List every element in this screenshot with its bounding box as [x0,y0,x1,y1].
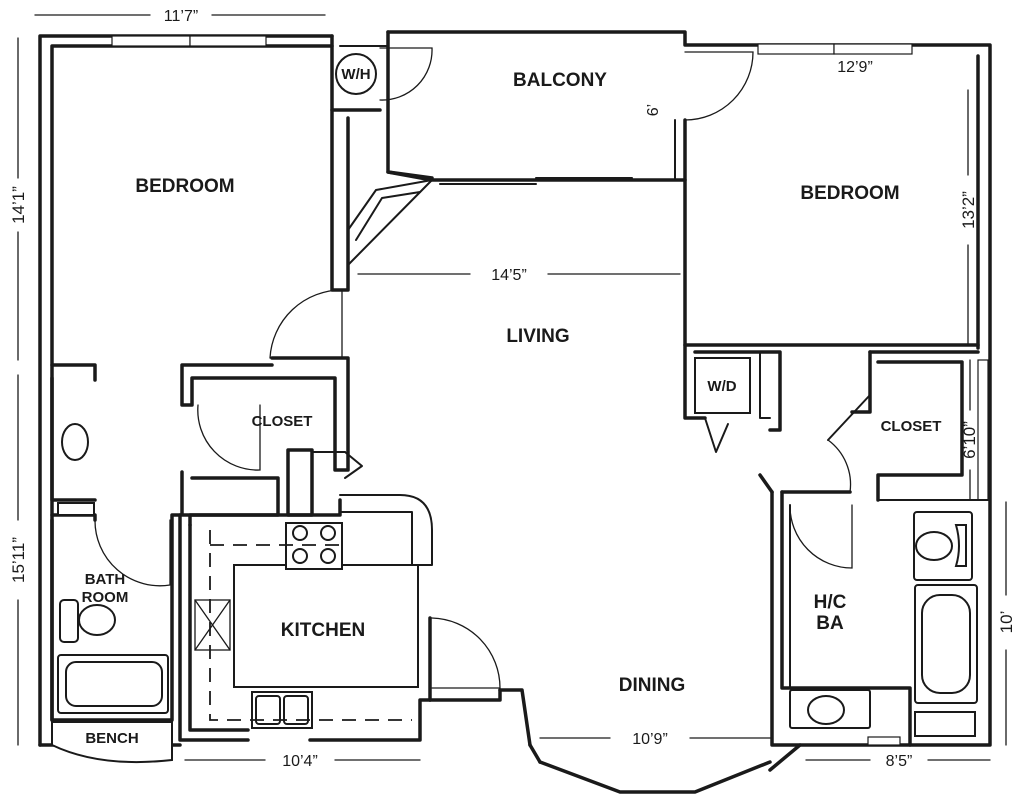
dim-bedroom-right-depth: 13’2” [959,191,978,229]
dim-left-lower: 15’11” [9,537,28,583]
dim-balcony-depth: 6’ [645,104,662,116]
dim-bath-width: 8’5” [886,753,913,770]
label-washer-dryer: W/D [707,378,736,395]
room-label-dining: DINING [619,675,686,696]
room-label-bath-line1: BATH [85,571,126,588]
room-labels: BALCONY BEDROOM BEDROOM LIVING CLOSET CL… [82,66,942,747]
room-label-closet-left: CLOSET [252,413,313,430]
exterior-walls [38,30,992,794]
dimension-labels: 11’7” 6’ 12’9” 13’2” 14’5” 14’1” 15’11” … [9,8,1016,770]
dimension-lines [17,14,1007,761]
door-swings [94,47,853,689]
room-label-bedroom-left: BEDROOM [135,176,234,197]
room-label-bench: BENCH [85,730,138,747]
dim-right-lower: 10’ [997,611,1016,634]
dim-closet-right: 6’10” [960,421,979,459]
dim-left-upper: 14’1” [9,186,28,224]
room-label-kitchen: KITCHEN [281,620,365,641]
dim-kitchen-width: 10’4” [282,753,318,770]
fixtures [51,53,978,764]
dim-living-width: 14’5” [491,267,527,284]
dim-bedroom-right-width: 12’9” [837,59,873,76]
label-water-heater: W/H [341,66,370,83]
room-label-bath-line2: ROOM [82,589,129,606]
room-label-balcony: BALCONY [513,70,607,91]
room-label-closet-right: CLOSET [881,418,942,435]
room-label-living: LIVING [506,326,569,347]
dim-dining-width: 10’9” [632,731,668,748]
room-label-hc-line1: H/C [814,592,847,613]
interior-walls [50,30,991,747]
room-label-bedroom-right: BEDROOM [800,183,899,204]
dim-top-left: 11’7” [164,8,198,25]
room-label-hc-line2: BA [816,613,844,634]
